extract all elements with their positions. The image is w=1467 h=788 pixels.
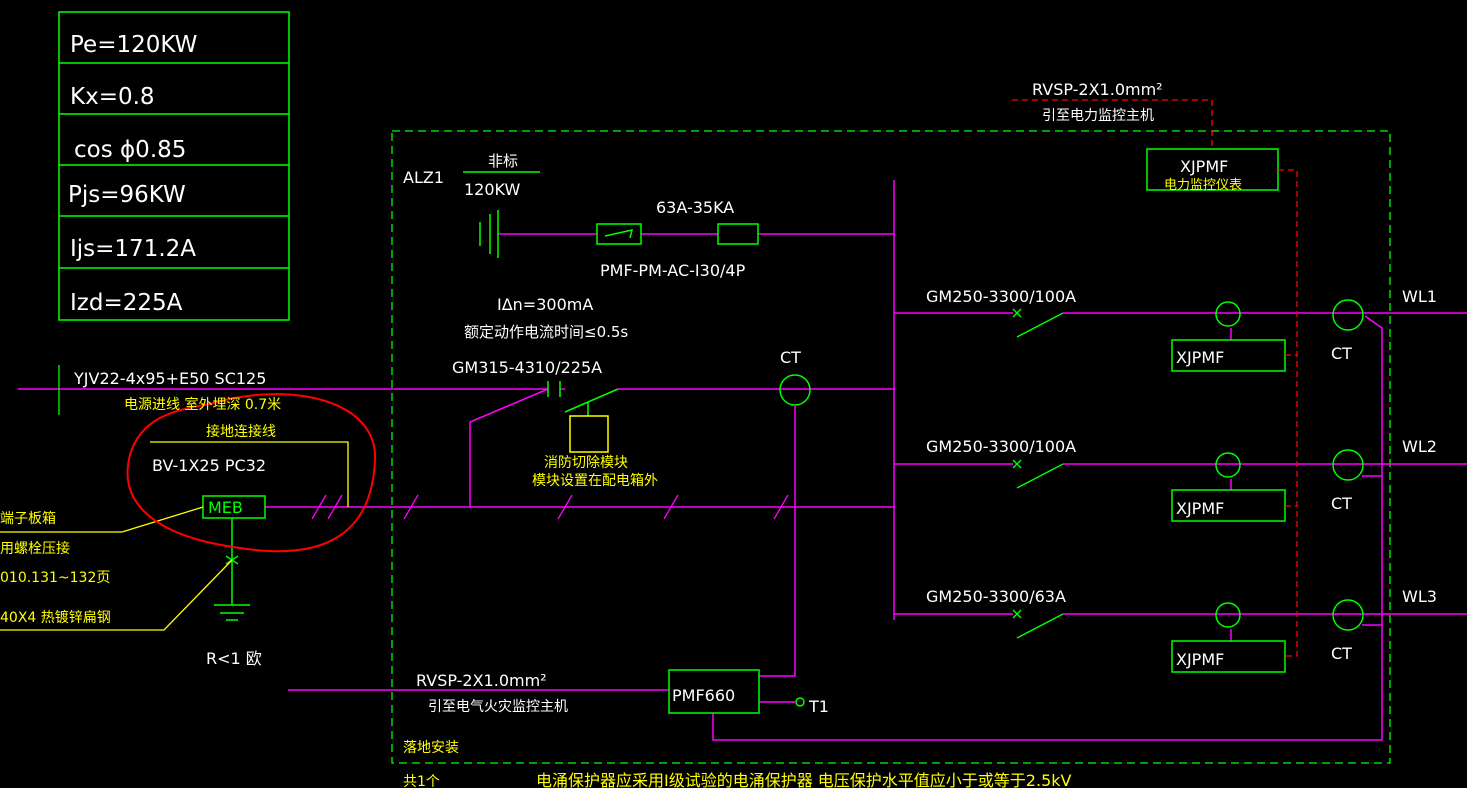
meter-ct-1 bbox=[1215, 301, 1241, 327]
panel-bottom-note: 电涌保护器应采用Ⅰ级试验的电涌保护器 电压保护水平值应小于或等于2.5kV bbox=[536, 771, 1072, 788]
panel-name: ALZ1 bbox=[403, 168, 444, 187]
parameter-values: Pe=120KW Kx=0.8 cos ϕ0.85 Pjs=96KW Ijs=1… bbox=[68, 32, 197, 316]
feeder3-wl: WL3 bbox=[1402, 587, 1437, 606]
monitor-wiring bbox=[1012, 99, 1298, 657]
pmf660-label: PMF660 bbox=[672, 686, 735, 705]
meb-label: MEB bbox=[208, 498, 243, 517]
spd-box bbox=[596, 223, 642, 245]
monitor-top-wire bbox=[1012, 99, 1213, 149]
panel-boundary bbox=[391, 130, 1391, 764]
monitor-top-note: 引至电力监控主机 bbox=[1042, 108, 1154, 124]
monitor-bottom-note: 引至电气火灾监控主机 bbox=[428, 698, 568, 715]
feeder3-ct: CT bbox=[1331, 644, 1352, 663]
power-meter-note: 电力监控仪表 bbox=[1164, 178, 1242, 193]
fuse-rating: 63A-35KA bbox=[656, 198, 734, 217]
feeder-breakers bbox=[1012, 308, 1064, 639]
feeder3-breaker: GM250-3300/63A bbox=[926, 587, 1066, 606]
breaker-trip-link bbox=[469, 388, 549, 507]
fire-module-note: 模块设置在配电箱外 bbox=[532, 473, 658, 489]
feeder-meter-box-3 bbox=[1171, 640, 1286, 673]
param-izd: Izd=225A bbox=[70, 290, 183, 316]
incoming-cable-label: YJV22-4x95+E50 SC125 bbox=[73, 369, 266, 388]
main-breaker-idn: IΔn=300mA bbox=[497, 295, 593, 314]
ground-leader bbox=[0, 559, 233, 631]
feeder1-meter: XJPMF bbox=[1176, 348, 1224, 367]
param-cos: cos ϕ0.85 bbox=[74, 137, 186, 163]
feeder1-ct: CT bbox=[1331, 344, 1352, 363]
main-breaker-model: GM315-4310/225A bbox=[452, 358, 602, 377]
parameter-table-border bbox=[58, 11, 290, 321]
main-breaker-symbol bbox=[547, 381, 619, 453]
t1-terminal bbox=[795, 697, 805, 707]
fire-module-label: 消防切除模块 bbox=[544, 455, 628, 471]
wiring bbox=[18, 180, 1467, 741]
ground-link-bracket bbox=[150, 441, 349, 507]
t1-label: T1 bbox=[808, 697, 829, 716]
param-ijs: Ijs=171.2A bbox=[70, 236, 196, 262]
feeder-ct-symbols bbox=[668, 148, 1364, 714]
meter-ct-3 bbox=[1215, 602, 1241, 628]
ground-resistance: R<1 欧 bbox=[206, 649, 262, 668]
feeder2-ct: CT bbox=[1331, 494, 1352, 513]
param-pe: Pe=120KW bbox=[70, 32, 197, 58]
ground-note-1: 端子板箱 bbox=[0, 511, 56, 527]
fuse-box bbox=[717, 223, 759, 245]
feeder2-breaker: GM250-3300/100A bbox=[926, 437, 1076, 456]
monitor-bottom-cable: RVSP-2X1.0mm² bbox=[416, 671, 547, 690]
ground-note-3: 010.131~132页 bbox=[0, 570, 110, 586]
highlight-ellipse bbox=[126, 393, 377, 553]
ground-leader bbox=[0, 506, 204, 533]
ground-note-4: 40X4 热镀锌扁钢 bbox=[0, 609, 111, 626]
feeder3-meter: XJPMF bbox=[1176, 650, 1224, 669]
ct-signal-wire bbox=[759, 406, 796, 677]
feeder1-breaker: GM250-3300/100A bbox=[926, 287, 1076, 306]
incoming-note: 电源进线 室外埋深 0.7米 bbox=[124, 396, 281, 413]
ground-note-2: 用螺栓压接 bbox=[0, 540, 70, 557]
fire-cutoff-module bbox=[569, 415, 609, 453]
spd-arrow bbox=[604, 229, 634, 239]
main-ct-label: CT bbox=[780, 348, 801, 367]
ground-link-title: 接地连接线 bbox=[206, 423, 276, 440]
monitor-side-wire bbox=[1278, 169, 1298, 657]
main-ct-symbol bbox=[779, 374, 811, 406]
output-ct-1 bbox=[1332, 299, 1364, 331]
feeder2-meter: XJPMF bbox=[1176, 499, 1224, 518]
param-kx: Kx=0.8 bbox=[70, 84, 155, 110]
spd-nonstd: 非标 bbox=[488, 152, 518, 170]
panel-install: 落地安装 bbox=[403, 740, 459, 756]
output-ct-3 bbox=[1332, 599, 1364, 631]
ground-cable-label: BV-1X25 PC32 bbox=[152, 456, 266, 475]
power-meter-label: XJPMF bbox=[1180, 157, 1228, 176]
feeder1-wl: WL1 bbox=[1402, 287, 1437, 306]
spd-symbols bbox=[463, 171, 759, 258]
panel-count: 共1个 bbox=[403, 774, 440, 788]
grounding-leaders bbox=[0, 441, 349, 631]
feeder2-wl: WL2 bbox=[1402, 437, 1437, 456]
monitor-top-cable: RVSP-2X1.0mm² bbox=[1032, 80, 1163, 99]
pmf660-box bbox=[668, 669, 760, 714]
output-ct-2 bbox=[1332, 449, 1364, 481]
spd-model: PMF-PM-AC-I30/4P bbox=[600, 261, 746, 280]
ct-return-wire bbox=[712, 315, 1383, 741]
param-pjs: Pjs=96KW bbox=[68, 182, 186, 208]
spd-power: 120KW bbox=[464, 180, 520, 199]
meter-ct-2 bbox=[1215, 452, 1241, 478]
bus-ticks bbox=[311, 494, 789, 520]
parameter-table bbox=[58, 11, 290, 321]
main-breaker-time: 额定动作电流时间≤0.5s bbox=[464, 323, 628, 341]
